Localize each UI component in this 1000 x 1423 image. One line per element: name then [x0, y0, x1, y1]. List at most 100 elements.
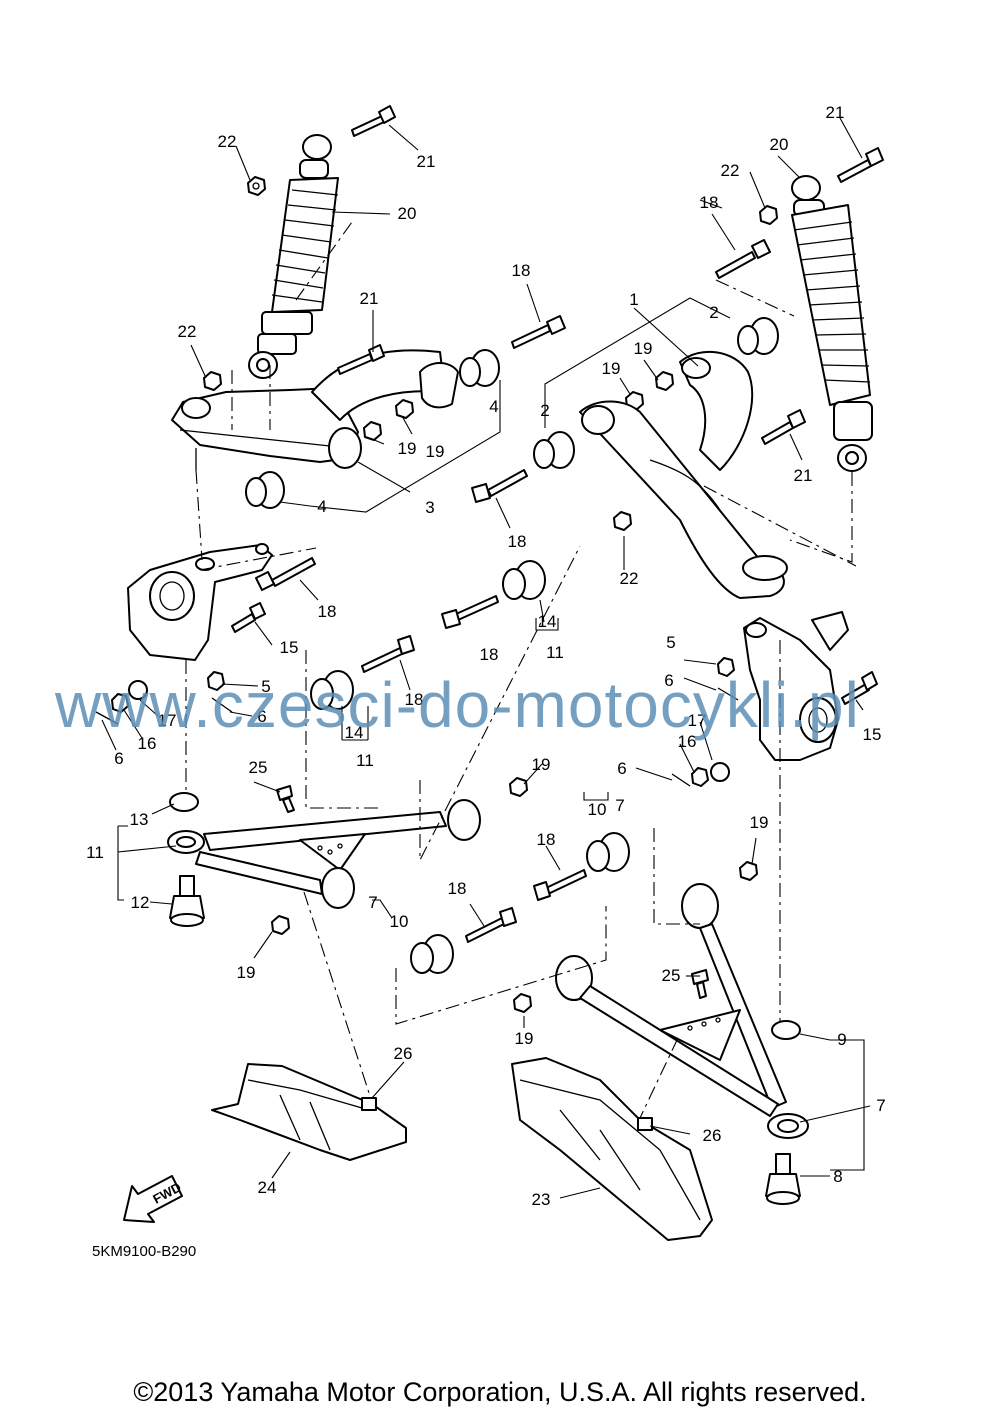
callout: 11	[546, 643, 564, 662]
right-lower-arm	[555, 883, 809, 1139]
callout: 18	[700, 193, 719, 212]
bushing-4-b	[459, 349, 500, 387]
bolt-21-upper-left	[351, 105, 396, 137]
nut-19-lower-right	[739, 861, 758, 881]
callout: 24	[258, 1178, 277, 1197]
cotter-pin-6-left-b	[211, 697, 233, 713]
callout: 19	[398, 439, 417, 458]
washer-17-left	[128, 680, 148, 700]
watermark: www.czesci-do-motocykli.pl	[55, 669, 860, 741]
callout: 22	[218, 132, 237, 151]
callout: 6	[617, 759, 626, 778]
callout: 19	[750, 813, 769, 832]
nut-22-upper-right	[759, 205, 778, 225]
callout: 4	[317, 497, 326, 516]
callout: 18	[318, 602, 337, 621]
callout: 10	[588, 800, 607, 819]
callout: 2	[709, 303, 718, 322]
callout: 22	[178, 322, 197, 341]
callout: 19	[634, 339, 653, 358]
callout: 23	[532, 1190, 551, 1209]
bolt-18-upper-right	[715, 239, 771, 279]
nut-22-mid-left	[203, 371, 222, 391]
callout: 1	[629, 290, 638, 309]
callout-numbers: 1 2 2 3 4 4 5 5 6 6 6 6 7 7 7 8 9 10 10 …	[86, 103, 886, 1209]
bolt-18-center-b	[361, 635, 415, 673]
callout: 19	[602, 359, 621, 378]
nut-19-bottom	[513, 993, 532, 1013]
bushing-2-upper	[737, 317, 779, 355]
callout: 19	[515, 1029, 534, 1048]
callout: 10	[390, 912, 409, 931]
callout: 9	[837, 1030, 846, 1049]
callout: 19	[237, 963, 256, 982]
callout: 12	[131, 893, 150, 912]
nut-19-center	[509, 777, 528, 797]
washer-17-right	[710, 762, 730, 782]
cotter-pin-6-right-a	[717, 687, 739, 701]
callout: 8	[833, 1167, 842, 1186]
callout: 7	[876, 1096, 885, 1115]
callout: 22	[620, 569, 639, 588]
bushing-2-lower	[533, 431, 575, 469]
left-steering-knuckle	[127, 543, 273, 661]
nut-19-right-a	[655, 371, 674, 391]
callout: 25	[662, 966, 681, 985]
nut-22-right	[613, 511, 632, 531]
callout: 21	[360, 289, 379, 308]
callout: 7	[615, 796, 624, 815]
bolt-18-right-mid	[471, 469, 528, 503]
callout: 6	[257, 707, 266, 726]
cotter-pin-6-left-a	[95, 711, 119, 725]
callout: 17	[158, 711, 177, 730]
callout: 18	[537, 830, 556, 849]
nut-19-a	[395, 399, 414, 419]
right-shock-absorber	[791, 175, 873, 472]
callout: 20	[770, 135, 789, 154]
nut-19-b	[363, 421, 382, 441]
bolt-21-mid-right	[761, 409, 806, 445]
circlip-9-right	[771, 1020, 801, 1040]
right-steering-knuckle	[743, 611, 849, 761]
nut-22-upper-left	[247, 176, 266, 196]
callout: 3	[425, 498, 434, 517]
callout: 14	[538, 612, 557, 631]
callout: 11	[356, 751, 374, 770]
bolt-21-upper-right	[837, 147, 884, 183]
bushing-10-right	[586, 832, 630, 872]
callout: 25	[249, 758, 268, 777]
bolt-25-left	[276, 785, 295, 813]
bolt-18-lower-a	[533, 869, 587, 901]
copyright-notice: ©2013 Yamaha Motor Corporation, U.S.A. A…	[133, 1377, 867, 1407]
callout: 19	[532, 755, 551, 774]
bushing-14-upper	[502, 560, 546, 600]
bushing-4-a	[245, 471, 285, 509]
callout: 5	[261, 677, 270, 696]
leader-lines	[101, 117, 871, 1199]
bushing-14-lower	[310, 670, 354, 710]
callout: 5	[666, 633, 675, 652]
nut-5-right	[717, 657, 735, 677]
callout: 6	[664, 671, 673, 690]
nut-16-right	[691, 767, 709, 787]
callout: 26	[394, 1044, 413, 1063]
callout: 19	[426, 442, 445, 461]
callout: 18	[448, 879, 467, 898]
bolt-18-center-a	[441, 595, 499, 629]
diagram-code: 5KM9100-B290	[92, 1243, 196, 1260]
callout: 22	[721, 161, 740, 180]
callout: 11	[86, 843, 104, 862]
callout: 16	[138, 734, 157, 753]
right-upper-arm	[579, 350, 788, 599]
callout: 18	[508, 532, 527, 551]
callout: 26	[703, 1126, 722, 1145]
callout: 15	[280, 638, 299, 657]
ball-joint-8-right	[765, 1153, 801, 1205]
callout: 15	[863, 725, 882, 744]
circlip-13-left	[169, 792, 199, 812]
fwd-arrow-icon: FWD	[123, 1175, 184, 1223]
callout: 18	[480, 645, 499, 664]
callout: 16	[678, 732, 697, 751]
callout: 6	[114, 749, 123, 768]
bolt-18-knuckle-left	[255, 557, 316, 591]
